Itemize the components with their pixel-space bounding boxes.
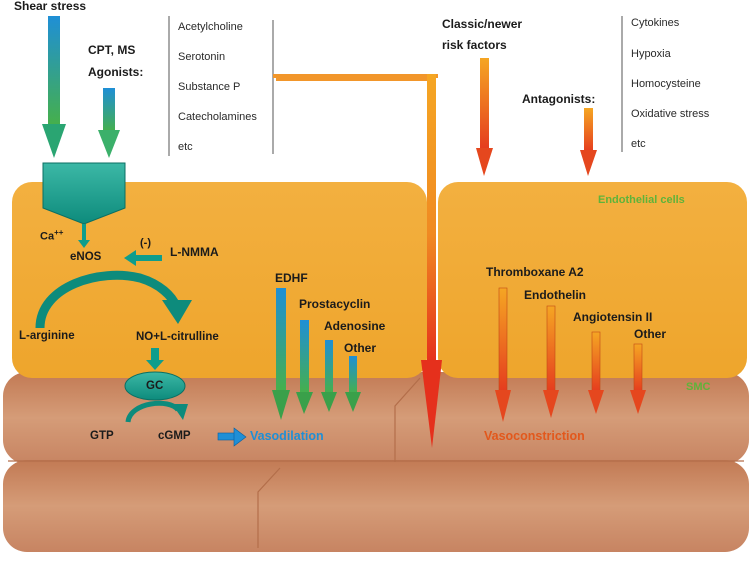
smc-layer xyxy=(3,372,749,552)
constrictor-label-endothelin: Endothelin xyxy=(524,288,586,302)
risk-factors-label-line1: Classic/newer xyxy=(442,17,523,31)
smc-label: SMC xyxy=(686,381,711,393)
calcium-label: Ca++ xyxy=(40,228,64,243)
antagonist-item: Oxidative stress xyxy=(631,108,710,120)
endothelial-layer xyxy=(12,182,747,378)
shear-stress-arrow xyxy=(42,16,66,158)
dilator-arrow-other xyxy=(345,356,361,412)
agonist-item: Catecholamines xyxy=(178,111,257,123)
constrictor-arrow-thromboxane xyxy=(495,287,511,422)
inhibition-sign: (-) xyxy=(140,237,151,249)
antagonist-item: Cytokines xyxy=(631,17,680,29)
agonist-to-smc-arrow xyxy=(273,74,442,448)
lnmma-label: L-NMMA xyxy=(170,245,219,259)
lnmma-arrow xyxy=(124,250,162,266)
agonist-item: Substance P xyxy=(178,81,241,93)
constrictor-label-other: Other xyxy=(634,327,667,341)
dilator-label-adenosine: Adenosine xyxy=(324,319,386,333)
vasodilation-label: Vasodilation xyxy=(250,429,324,443)
l-arginine-label: L-arginine xyxy=(19,330,75,342)
receptor-funnel xyxy=(42,162,126,248)
antagonist-item: etc xyxy=(631,138,646,150)
constrictor-label-angiotensin: Angiotensin II xyxy=(573,310,653,324)
shear-stress-label: Shear stress xyxy=(14,0,87,13)
cpt-ms-label: CPT, MS xyxy=(88,43,136,57)
antagonist-item: Homocysteine xyxy=(631,78,701,90)
vasoconstriction-label: Vasoconstriction xyxy=(484,429,585,443)
dilator-arrow-adenosine xyxy=(321,340,337,412)
constrictor-label-thromboxane: Thromboxane A2 xyxy=(486,265,584,279)
gtp-label: GTP xyxy=(90,430,114,442)
no-citrulline-label: NO+L-citrulline xyxy=(136,331,219,343)
antagonists-label: Antagonists: xyxy=(522,92,596,106)
dilator-label-edhf: EDHF xyxy=(275,271,308,285)
agonist-arrow xyxy=(98,88,120,158)
constrictor-arrow-other xyxy=(630,343,646,414)
endothelial-cells-label: Endothelial cells xyxy=(598,194,685,206)
constrictor-arrow-endothelin xyxy=(543,305,559,418)
nos-conversion-arrow xyxy=(35,270,192,329)
gc-label: GC xyxy=(146,380,164,392)
cgmp-label: cGMP xyxy=(158,430,191,442)
agonists-label: Agonists: xyxy=(88,65,144,79)
agonist-item: Acetylcholine xyxy=(178,21,243,33)
constrictor-arrow-angiotensin xyxy=(588,331,604,414)
gc-ellipse xyxy=(124,371,186,401)
risk-factors-label-line2: risk factors xyxy=(442,38,507,52)
dilator-arrow-edhf xyxy=(272,288,290,420)
enos-label: eNOS xyxy=(70,251,102,263)
antagonist-arrow xyxy=(580,108,597,176)
agonist-item: Serotonin xyxy=(178,51,226,63)
dilator-arrow-prostacyclin xyxy=(296,320,313,414)
calcium-superscript: ++ xyxy=(54,228,64,237)
gtp-to-cgmp-arrow xyxy=(125,400,188,423)
cgmp-to-vasodilation-arrow xyxy=(217,427,247,447)
antagonist-item: Hypoxia xyxy=(631,48,671,60)
risk-factor-arrow xyxy=(476,58,493,176)
dilator-label-other: Other xyxy=(344,341,377,355)
agonist-item: etc xyxy=(178,141,193,153)
no-to-gc-arrow xyxy=(146,348,164,370)
dilator-label-prostacyclin: Prostacyclin xyxy=(299,297,371,311)
